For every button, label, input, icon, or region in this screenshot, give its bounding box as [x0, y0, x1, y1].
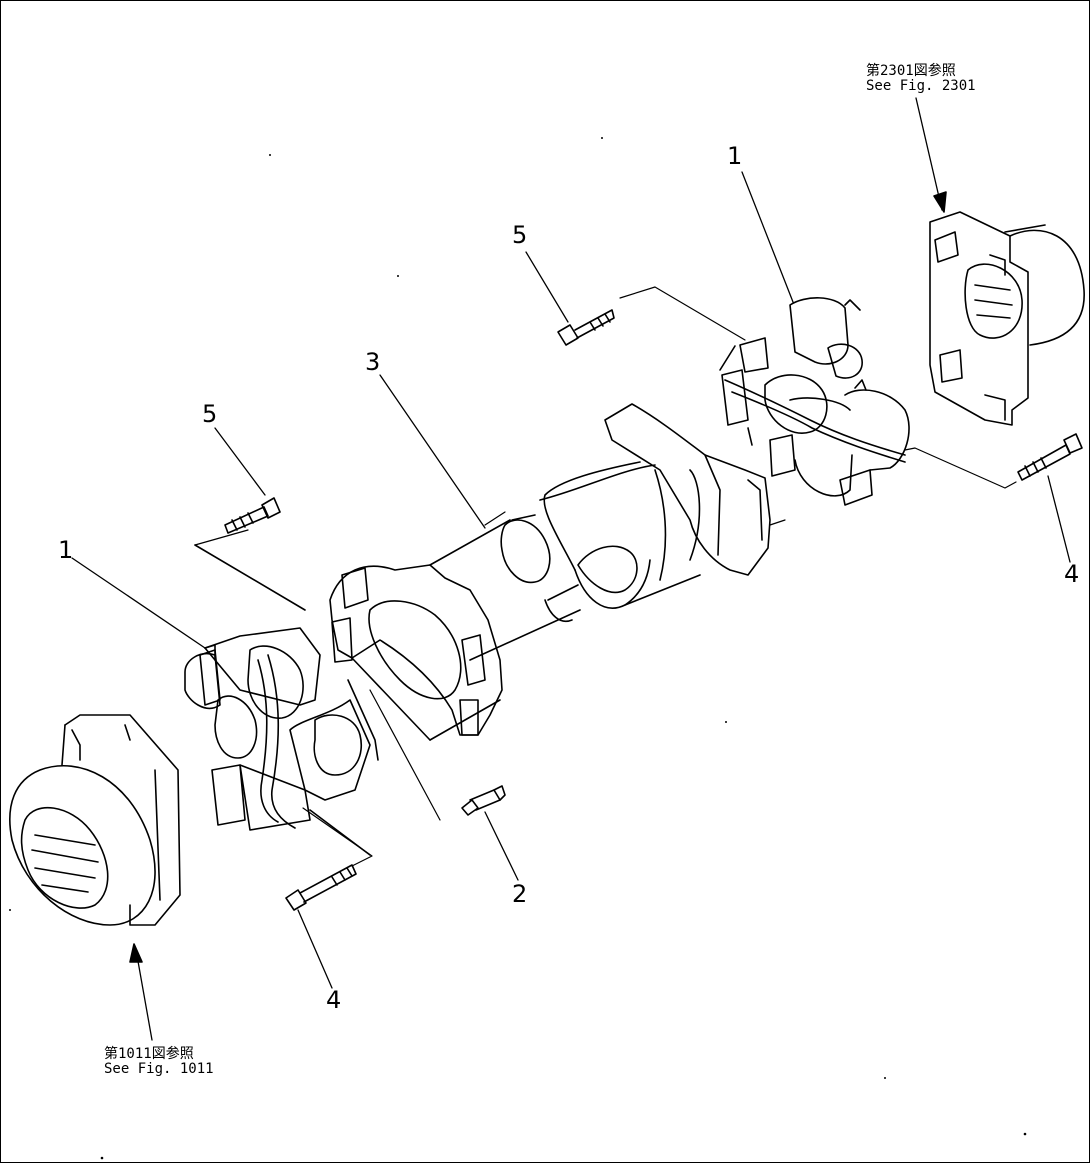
grease-fitting-2 [461, 785, 506, 816]
bolt-left-5 [224, 497, 281, 534]
label-yoke-1-top: 1 [727, 142, 743, 170]
label-tube-3: 3 [365, 348, 381, 376]
left-universal-joint [184, 544, 379, 856]
arrowhead-top [933, 191, 947, 213]
assembly-lines [194, 286, 1017, 867]
ref-bottom-left-jp: 第1011図参照 [104, 1046, 194, 1062]
arrowhead-bottom [129, 943, 143, 963]
left-companion-flange [9, 714, 181, 926]
label-fitting-2: 2 [512, 880, 528, 908]
label-bolt-4-right: 4 [1064, 560, 1080, 588]
right-universal-joint [719, 297, 910, 506]
label-bolt-5-left: 5 [202, 400, 218, 428]
tube-yoke [329, 564, 503, 741]
ref-top-right-jp: 第2301図参照 [866, 63, 956, 79]
ref-bottom-left: 第1011図参照 See Fig. 1011 [104, 1047, 214, 1077]
right-companion-flange [929, 211, 1085, 426]
print-specks [9, 137, 1027, 1160]
label-bolt-4-bottom: 4 [326, 986, 342, 1014]
label-bolt-5-top: 5 [512, 221, 528, 249]
label-yoke-1-left: 1 [58, 536, 74, 564]
bolt-bottom-4 [285, 864, 357, 911]
ref-bottom-left-en: See Fig. 1011 [104, 1061, 214, 1077]
leader-lines [71, 97, 1071, 1041]
bolt-top-5 [557, 309, 615, 346]
slip-yoke [539, 403, 771, 609]
ref-top-right: 第2301図参照 See Fig. 2301 [866, 64, 976, 94]
bolt-right-4 [1017, 433, 1083, 481]
ref-top-right-en: See Fig. 2301 [866, 78, 976, 94]
drive-tube [429, 514, 581, 661]
